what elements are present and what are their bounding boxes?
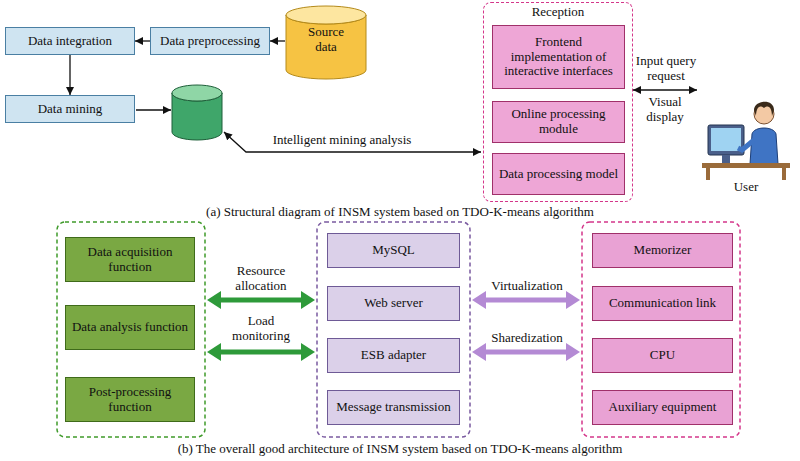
arrow-head — [301, 343, 315, 361]
mining-arrow — [136, 109, 171, 110]
node-text: MySQL — [372, 243, 415, 258]
function-group — [57, 222, 205, 437]
database-cylinder — [172, 85, 222, 140]
arrow-label: Sharedization — [477, 331, 577, 346]
arrow-head — [566, 291, 580, 309]
arrow-head — [207, 291, 221, 309]
figure-caption: (b) The overall good architecture of INS… — [0, 442, 800, 457]
hardware-box: Auxiliary equipment — [592, 390, 733, 425]
module-box: Frontend implementation of interactive i… — [492, 25, 625, 89]
node-text: Data analysis function — [72, 320, 188, 335]
user-body — [750, 128, 778, 164]
monitor-stand — [722, 155, 730, 163]
green-double-arrows — [207, 291, 315, 361]
node-text: Frontend implementation of interactive i… — [498, 35, 619, 80]
arrow-head — [472, 291, 486, 309]
node-text: Data integration — [28, 34, 112, 49]
service-box: ESB adapter — [327, 338, 460, 373]
service-box: Web server — [327, 286, 460, 321]
hardware-box: CPU — [592, 338, 733, 373]
connector-arrow — [633, 89, 697, 90]
arrow-label: Visual display — [636, 95, 694, 125]
node-text: ESB adapter — [361, 348, 426, 363]
arrow-head — [207, 343, 221, 361]
desk-leg — [706, 168, 710, 180]
node-text: User — [734, 180, 759, 195]
module-box: Data processing model — [492, 153, 625, 195]
function-box: Data analysis function — [65, 305, 195, 350]
hardware-box: Memorizer — [592, 233, 733, 268]
desk — [702, 163, 790, 168]
group-heading: Reception — [532, 5, 585, 20]
node-text: Message transmission — [336, 400, 450, 415]
service-group — [317, 222, 470, 437]
arrow-shaft — [484, 298, 568, 303]
node-text: Web server — [364, 296, 423, 311]
node-text: Data mining — [38, 102, 103, 117]
module-box: Online processing module — [492, 101, 625, 143]
arrow-head — [301, 291, 315, 309]
process-box: Data integration — [5, 27, 135, 55]
node-text: Online processing module — [498, 107, 619, 137]
node-text: Post-processing function — [71, 385, 189, 415]
process-box: Data preprocessing — [150, 27, 270, 55]
process-box: Data mining — [5, 95, 135, 123]
node-text: Memorizer — [634, 243, 692, 258]
arrow-label: Resource allocation — [221, 264, 301, 294]
function-box: Data acquisition function — [65, 237, 195, 282]
figure-caption: (a) Structural diagram of INSM system ba… — [0, 205, 800, 220]
connector-arrow — [270, 40, 285, 41]
screen — [711, 128, 741, 151]
arrow-shaft — [219, 350, 303, 355]
cylinder-body — [286, 15, 366, 79]
arrow-head — [566, 343, 580, 361]
connector-arrow — [69, 55, 70, 95]
purple-double-arrows — [472, 291, 580, 361]
node-text: Data acquisition function — [71, 245, 189, 275]
service-box: MySQL — [327, 233, 460, 268]
node-text: Auxiliary equipment — [609, 400, 717, 415]
cylinder-top — [286, 6, 366, 24]
arrow-label: Input query request — [633, 54, 699, 84]
arrow-label: Intelligent mining analysis — [262, 133, 422, 148]
mining-analysis-arrow — [224, 132, 481, 152]
database-cylinder: Source data — [285, 5, 367, 80]
arrow-shaft — [484, 350, 568, 355]
node-text: CPU — [650, 348, 675, 363]
arrow-head — [472, 343, 486, 361]
node-text: Data processing model — [499, 167, 618, 182]
node-text: Source data — [299, 25, 353, 55]
service-box: Message transmission — [327, 390, 460, 425]
arrow-label: Load monitoring — [221, 314, 301, 344]
hardware-group — [582, 222, 740, 437]
node-text: Communication link — [609, 296, 716, 311]
arrow-label: Virtualization — [477, 279, 577, 294]
user-icon — [698, 80, 794, 180]
arrow-shaft — [219, 298, 303, 303]
user-hair — [754, 102, 774, 116]
connector-arrow — [135, 40, 150, 41]
desk-leg — [782, 168, 786, 180]
node-text: Data preprocessing — [160, 34, 260, 49]
cylinder-top — [172, 85, 222, 101]
function-box: Post-processing function — [65, 377, 195, 422]
hardware-box: Communication link — [592, 286, 733, 321]
reception-group: ReceptionFrontend implementation of inte… — [483, 2, 633, 202]
user-figure: User — [697, 80, 795, 200]
user-arm — [738, 140, 754, 150]
